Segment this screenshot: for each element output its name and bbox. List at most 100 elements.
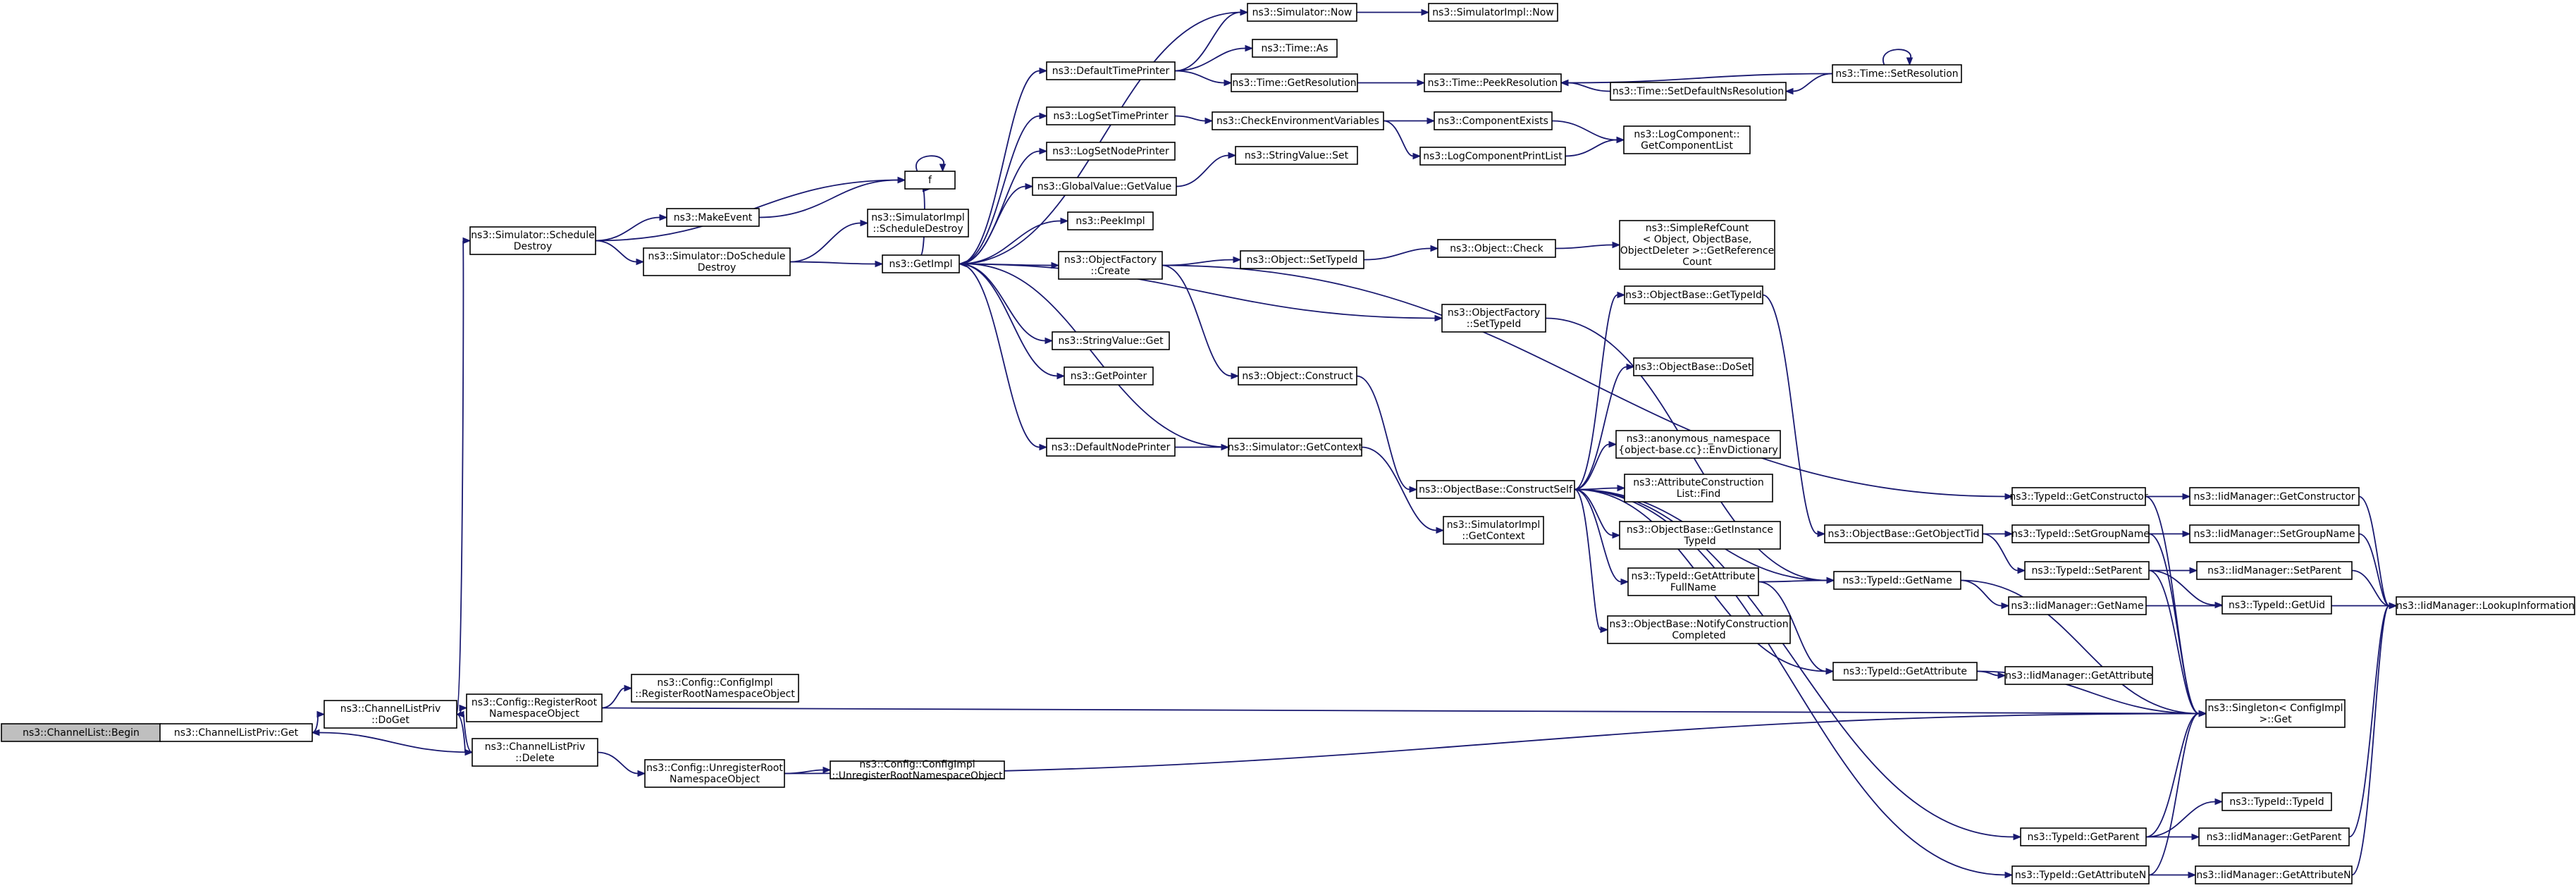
node-box: [1032, 177, 1177, 196]
node-iid-lookup[interactable]: ns3::IidManager::LookupInformation: [2396, 596, 2575, 615]
edge-line: [1758, 581, 1827, 672]
node-label: ns3::LogComponent::: [1634, 129, 1739, 140]
node-logsettime[interactable]: ns3::LogSetTimePrinter: [1046, 106, 1176, 125]
node-label: ns3::ObjectBase::GetInstance: [1627, 524, 1773, 536]
node-f[interactable]: f: [904, 171, 956, 190]
edge-arrowhead: [1231, 372, 1240, 380]
node-iid-setparent[interactable]: ns3::IidManager::SetParent: [2196, 561, 2353, 580]
node-defnodeprinter[interactable]: ns3::DefaultNodePrinter: [1046, 438, 1176, 457]
node-time-as[interactable]: ns3::Time::As: [1252, 39, 1338, 58]
edge-arrowhead: [2004, 871, 2014, 879]
edge-arrowhead: [1204, 117, 1214, 125]
node-of-create[interactable]: ns3::ObjectFactory::Create: [1058, 251, 1163, 280]
node-label: ns3::StringValue::Get: [1058, 335, 1164, 347]
node-iid-setgroup[interactable]: ns3::IidManager::SetGroupName: [2189, 524, 2360, 543]
edge-constructself-to-ob-gettypeid: [1574, 291, 1626, 491]
node-getpointer[interactable]: ns3::GetPointer: [1064, 366, 1154, 386]
node-logsetnode[interactable]: ns3::LogSetNodePrinter: [1046, 142, 1176, 161]
node-ob-notify[interactable]: ns3::ObjectBase::NotifyConstructionCompl…: [1607, 615, 1791, 644]
node-tid-getctor[interactable]: ns3::TypeId::GetConstructor: [2009, 487, 2148, 506]
node-box: [1443, 516, 1544, 545]
edge-arrowhead: [1560, 79, 1569, 87]
node-iid-getctor[interactable]: ns3::IidManager::GetConstructor: [2189, 487, 2360, 506]
node-logcompprint[interactable]: ns3::LogComponentPrintList: [1419, 147, 1566, 166]
node-logcomplist[interactable]: ns3::LogComponent::GetComponentList: [1623, 125, 1751, 154]
node-unreg-root[interactable]: ns3::Config::UnregisterRootNamespaceObje…: [644, 759, 785, 788]
node-obj-check[interactable]: ns3::Object::Check: [1437, 239, 1556, 258]
edge-arrowhead: [2191, 833, 2200, 841]
node-sim-getctx[interactable]: ns3::Simulator::GetContext: [1228, 438, 1363, 457]
node-setdefns[interactable]: ns3::Time::SetDefaultNsResolution: [1610, 82, 1787, 101]
node-cfg-reg[interactable]: ns3::Config::ConfigImpl::RegisterRootNam…: [631, 674, 799, 703]
node-label: ns3::TypeId::SetParent: [2032, 565, 2143, 576]
node-delete[interactable]: ns3::ChannelListPriv::Delete: [472, 738, 598, 767]
node-cfg-unreg[interactable]: ns3::Config::ConfigImpl::UnregisterRootN…: [830, 759, 1005, 782]
node-obj-construct[interactable]: ns3::Object::Construct: [1238, 366, 1357, 386]
node-peekres[interactable]: ns3::Time::PeekResolution: [1424, 73, 1562, 92]
node-sv-get[interactable]: ns3::StringValue::Get: [1052, 331, 1170, 350]
node-now[interactable]: ns3::Simulator::Now: [1247, 3, 1357, 22]
node-setres[interactable]: ns3::Time::SetResolution: [1832, 64, 1962, 83]
node-sv-set[interactable]: ns3::StringValue::Set: [1235, 146, 1358, 165]
node-anon-env[interactable]: ns3::anonymous_namespace{object-base.cc}…: [1615, 430, 1781, 459]
node-ob-doset[interactable]: ns3::ObjectBase::DoSet: [1633, 357, 1754, 376]
node-tid-setparent[interactable]: ns3::TypeId::SetParent: [2024, 561, 2150, 580]
node-simimpl-sd[interactable]: ns3::SimulatorImpl::ScheduleDestroy: [867, 209, 969, 238]
node-tid-getparent[interactable]: ns3::TypeId::GetParent: [2020, 827, 2147, 846]
node-obj-settypeid[interactable]: ns3::Object::SetTypeId: [1240, 250, 1364, 269]
node-simimpl-now[interactable]: ns3::SimulatorImpl::Now: [1428, 3, 1558, 22]
node-label: ::UnregisterRootNamespaceObject: [832, 770, 1003, 782]
node-doget[interactable]: ns3::ChannelListPriv::DoGet: [323, 700, 457, 729]
node-tid-getattr[interactable]: ns3::TypeId::GetAttribute: [1832, 662, 1978, 681]
node-reg-root[interactable]: ns3::Config::RegisterRootNamespaceObject: [466, 693, 603, 722]
node-simplerefcount[interactable]: ns3::SimpleRefCount< Object, ObjectBase,…: [1619, 220, 1775, 270]
node-of-settypeid[interactable]: ns3::ObjectFactory::SetTypeId: [1441, 304, 1546, 333]
node-iid-getattrn[interactable]: ns3::IidManager::GetAttributeN: [2195, 865, 2353, 884]
edge-sched-destroy-to-makeevent: [595, 214, 668, 242]
node-deftimeprinter[interactable]: ns3::DefaultTimePrinter: [1046, 61, 1176, 80]
node-tid-getname[interactable]: ns3::TypeId::GetName: [1833, 571, 1961, 590]
node-compexists[interactable]: ns3::ComponentExists: [1434, 111, 1553, 130]
node-simimpl-getctx[interactable]: ns3::SimulatorImpl::GetContext: [1443, 516, 1544, 545]
node-box: [1240, 250, 1364, 269]
node-constructself[interactable]: ns3::ObjectBase::ConstructSelf: [1416, 480, 1575, 499]
edge-line: [1383, 120, 1414, 157]
node-gv-getvalue[interactable]: ns3::GlobalValue::GetValue: [1032, 177, 1177, 196]
edge-line: [959, 263, 1436, 319]
node-label: ::RegisterRootNamespaceObject: [635, 689, 795, 700]
node-iid-getparent[interactable]: ns3::IidManager::GetParent: [2198, 827, 2350, 846]
edge-line: [2148, 569, 2200, 715]
node-ob-getobjtid[interactable]: ns3::ObjectBase::GetObjectTid: [1824, 524, 1983, 543]
node-singleton-get[interactable]: ns3::Singleton< ConfigImpl>::Get: [2205, 699, 2346, 728]
node-checkenv[interactable]: ns3::CheckEnvironmentVariables: [1212, 111, 1384, 130]
node-label: Destroy: [698, 262, 736, 273]
edge-line: [1792, 73, 1833, 92]
node-iid-getname[interactable]: ns3::IidManager::GetName: [2008, 596, 2147, 615]
node-sched-destroy[interactable]: ns3::Simulator::ScheduleDestroy: [469, 226, 596, 255]
node-tid-getuid[interactable]: ns3::TypeId::GetUid: [2221, 596, 2332, 615]
node-cl-get[interactable]: ns3::ChannelListPriv::Get: [159, 723, 313, 742]
node-label: ns3::Time::SetDefaultNsResolution: [1613, 86, 1784, 97]
edge-arrowhead: [1417, 79, 1426, 87]
node-tid-setgroup[interactable]: ns3::TypeId::SetGroupName: [2011, 524, 2150, 543]
node-time-getres[interactable]: ns3::Time::GetResolution: [1231, 73, 1358, 92]
node-box: [1058, 251, 1163, 280]
edge-tid-getattrn-to-singleton-get: [2148, 710, 2207, 876]
edge-arrowhead: [1056, 372, 1066, 380]
node-getimpl[interactable]: ns3::GetImpl: [882, 254, 960, 273]
edge-obj-check-to-simplerefcount: [1555, 241, 1621, 249]
node-peekimpl[interactable]: ns3::PeekImpl: [1067, 211, 1154, 230]
node-ob-gettypeid[interactable]: ns3::ObjectBase::GetTypeId: [1624, 285, 1763, 304]
node-tid-getattrn[interactable]: ns3::TypeId::GetAttributeN: [2011, 865, 2150, 884]
node-box: [1623, 125, 1751, 154]
node-label: ns3::anonymous_namespace: [1627, 433, 1770, 445]
edge-sim-getctx-to-simimpl-getctx: [1361, 446, 1445, 534]
node-tid-typeid[interactable]: ns3::TypeId::TypeId: [2221, 792, 2332, 811]
node-iid-getattr[interactable]: ns3::IidManager::GetAttribute: [2004, 666, 2153, 685]
node-makeevent[interactable]: ns3::MakeEvent: [666, 208, 760, 227]
node-begin[interactable]: ns3::ChannelList::Begin: [1, 723, 161, 742]
